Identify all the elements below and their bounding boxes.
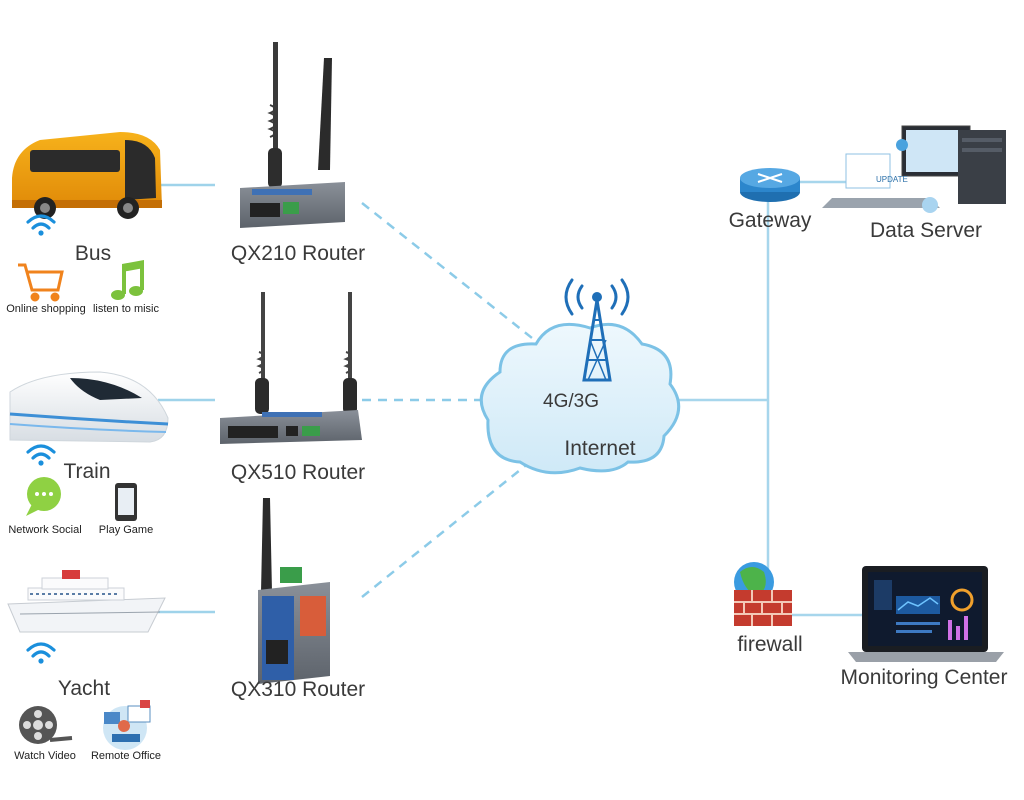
update-badge: UPDATE	[876, 175, 908, 184]
cloud-label-internet: Internet	[564, 437, 636, 460]
router-label-qx210: QX210 Router	[230, 242, 366, 265]
qx310-link	[361, 461, 531, 598]
music-note-icon	[111, 260, 144, 300]
phone-icon	[115, 483, 137, 521]
vehicle-label-bus: Bus	[74, 242, 112, 265]
firewall-label: firewall	[737, 633, 803, 656]
cell-tower-icon	[564, 278, 630, 382]
router-label-qx310: QX310 Router	[230, 678, 366, 701]
app-label-watch-video: Watch Video	[14, 750, 76, 762]
monitoring-center-label: Monitoring Center	[840, 666, 1008, 689]
vehicle-label-train: Train	[63, 460, 111, 483]
vehicle-links	[158, 183, 215, 614]
bus-icon	[12, 132, 162, 219]
yacht-icon	[7, 570, 166, 633]
monitoring-laptop-icon	[848, 566, 1004, 662]
app-label-network-social: Network Social	[8, 524, 82, 536]
wireless-links	[361, 202, 533, 598]
gateway-router-icon	[740, 168, 800, 202]
qx210-router-icon	[240, 42, 345, 228]
qx210-link	[361, 202, 533, 339]
app-label-online-shopping: Online shopping	[6, 303, 86, 315]
app-label-listen-music: listen to misic	[92, 303, 160, 315]
app-label-remote-office: Remote Office	[90, 750, 162, 762]
data-server-label: Data Server	[869, 219, 983, 242]
remote-office-icon	[103, 700, 151, 750]
chat-bubble-icon	[26, 477, 61, 516]
train-icon	[9, 371, 169, 443]
vehicle-label-yacht: Yacht	[57, 677, 111, 700]
film-reel-icon	[19, 706, 73, 744]
wifi-icon	[26, 642, 56, 664]
wifi-icon	[26, 214, 56, 236]
gateway-label: Gateway	[728, 209, 812, 232]
qx510-router-icon	[220, 292, 362, 444]
qx310-router-icon	[258, 498, 330, 684]
router-label-qx510: QX510 Router	[230, 461, 366, 484]
data-server-icon: UPDATE	[822, 125, 1006, 213]
internet-cloud	[479, 322, 681, 475]
backbone-lines	[664, 180, 862, 617]
wifi-icon	[26, 444, 56, 466]
shopping-cart-icon	[18, 263, 64, 302]
firewall-icon	[734, 562, 792, 626]
app-label-play-game: Play Game	[98, 524, 154, 536]
cloud-label-4g3g: 4G/3G	[543, 391, 599, 412]
